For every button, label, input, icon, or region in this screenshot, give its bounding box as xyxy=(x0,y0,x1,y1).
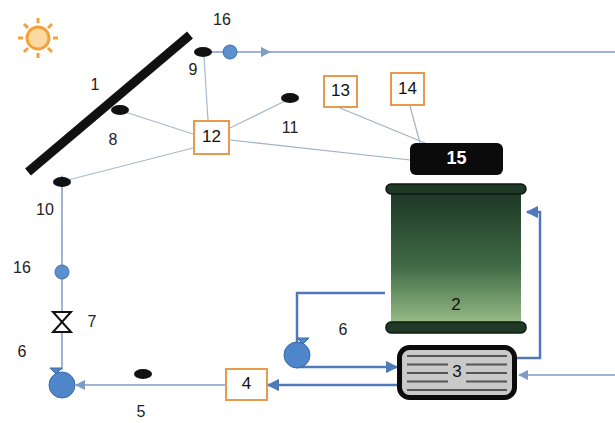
node-number: 13 xyxy=(331,82,350,101)
valve-symbol xyxy=(53,312,71,332)
node-number: 4 xyxy=(242,375,251,394)
callout-number: 10 xyxy=(36,201,54,219)
pump-symbol xyxy=(49,338,310,398)
signal-line xyxy=(230,140,410,160)
callout-number: 1 xyxy=(91,76,100,94)
control-box: 14 xyxy=(390,72,425,106)
control-box: 13 xyxy=(323,75,358,108)
callout-number: 11 xyxy=(282,119,299,137)
storage-tank: 2 xyxy=(385,182,527,335)
sun-icon xyxy=(18,18,58,58)
callout-number: 7 xyxy=(88,313,97,331)
callout-number: 5 xyxy=(137,403,146,421)
node-number: 15 xyxy=(446,149,466,169)
sensor-dots xyxy=(53,47,299,379)
control-box: 4 xyxy=(225,368,268,401)
pipe-connector xyxy=(297,293,397,367)
callout-number: 8 xyxy=(109,131,118,149)
controller-unit: 15 xyxy=(410,143,503,175)
control-box: 12 xyxy=(193,120,230,155)
signal-line xyxy=(410,106,420,143)
node-number: 3 xyxy=(448,362,465,383)
node-number: 2 xyxy=(451,296,460,315)
pipe-lines xyxy=(62,52,615,385)
heat-exchanger: 3 xyxy=(397,345,517,400)
callout-number: 9 xyxy=(189,61,198,79)
node-number: 12 xyxy=(202,128,221,147)
callout-number: 6 xyxy=(339,321,348,339)
node-number: 14 xyxy=(398,80,417,99)
callout-number: 6 xyxy=(18,343,27,361)
flow-meter xyxy=(55,45,237,279)
pipe-connector xyxy=(268,384,397,387)
callout-number: 16 xyxy=(213,11,231,29)
sensor-wires xyxy=(68,57,285,180)
callout-number: 16 xyxy=(13,259,31,277)
solar-collector xyxy=(28,35,190,172)
